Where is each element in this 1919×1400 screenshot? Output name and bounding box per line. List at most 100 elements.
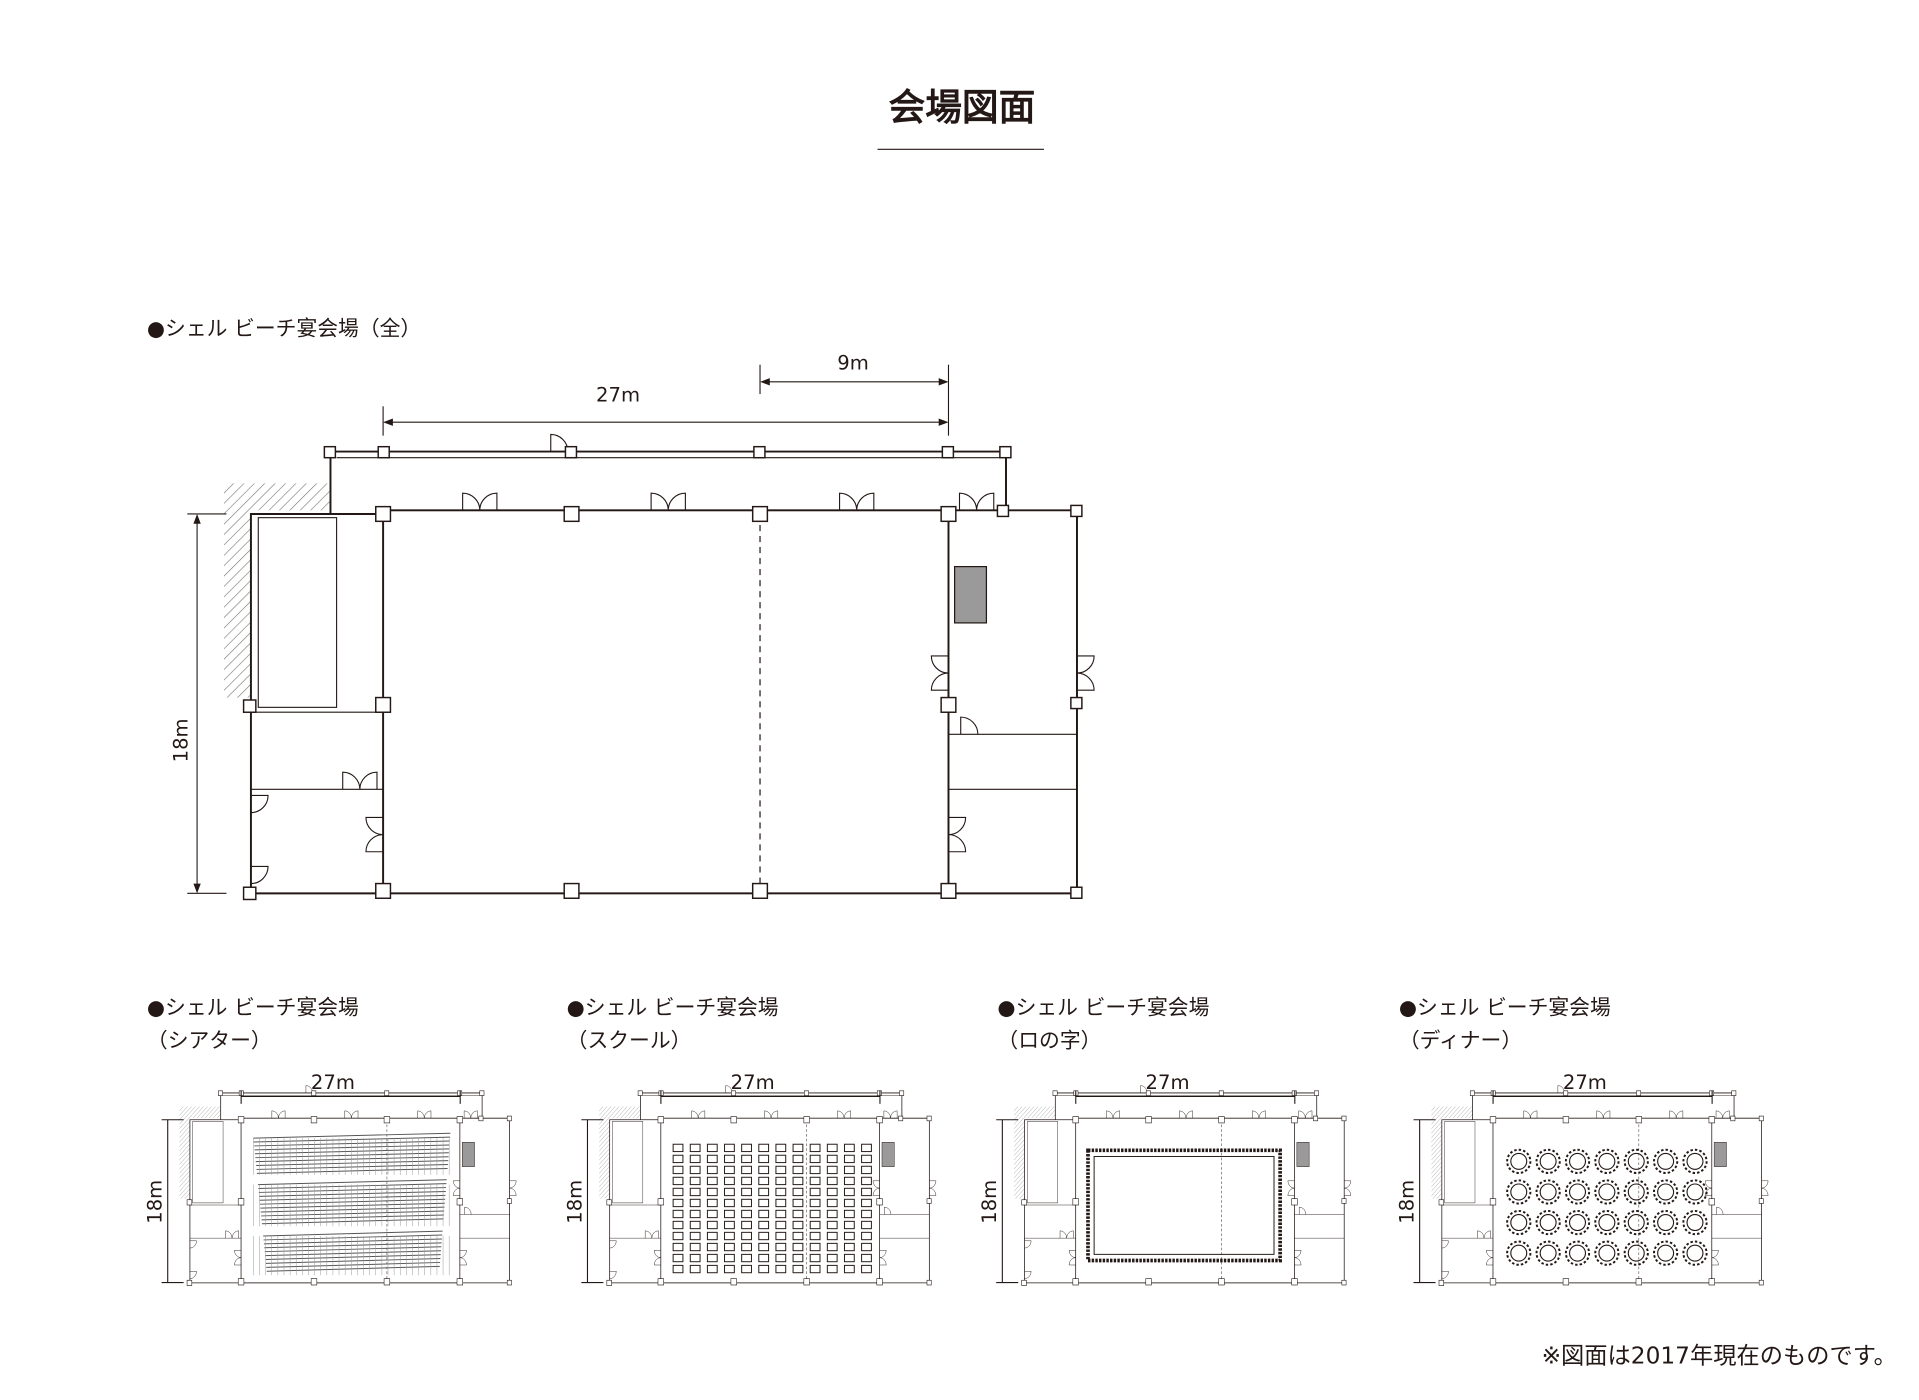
table-chairs — [1564, 1179, 1591, 1205]
school-desk — [706, 1187, 718, 1197]
school-desk — [672, 1154, 684, 1164]
school-desk — [758, 1154, 770, 1164]
round-table — [1598, 1244, 1616, 1262]
main-plan-heading: ●シェル ビーチ宴会場（全） — [147, 316, 421, 340]
school-desk — [706, 1209, 718, 1219]
seat-row — [265, 1258, 441, 1264]
school-desk — [861, 1143, 872, 1153]
school-desk — [792, 1187, 804, 1197]
seat-row — [261, 1210, 445, 1217]
table-chairs — [1564, 1148, 1591, 1174]
school-desk — [672, 1209, 684, 1219]
seating-theater — [253, 1132, 451, 1276]
seat-row — [254, 1140, 450, 1147]
school-desk — [706, 1253, 718, 1263]
school-desk — [826, 1264, 838, 1274]
seat-row — [261, 1218, 444, 1225]
layout-dim-depth: 18m — [144, 1180, 167, 1224]
layout-dim-depth: 18m — [563, 1180, 586, 1224]
layout-dim-width: 27m — [1563, 1071, 1607, 1094]
school-desk — [775, 1231, 787, 1241]
school-desk — [792, 1264, 804, 1274]
round-table — [1569, 1183, 1587, 1201]
round-table — [1539, 1183, 1557, 1201]
school-desk — [809, 1231, 821, 1241]
school-desk — [706, 1231, 718, 1241]
school-desk — [861, 1176, 872, 1186]
school-desk — [861, 1154, 872, 1164]
school-desk — [672, 1253, 684, 1263]
school-desk — [809, 1198, 821, 1208]
main-plan-drawing — [223, 433, 1096, 901]
school-desk — [741, 1176, 752, 1186]
school-desk — [809, 1253, 821, 1263]
school-desk — [758, 1231, 770, 1241]
school-desk — [861, 1253, 872, 1263]
school-desk — [843, 1264, 855, 1274]
round-table — [1510, 1152, 1528, 1170]
seat-row — [255, 1156, 449, 1163]
layout-heading: ●シェル ビーチ宴会場 — [997, 996, 1209, 1020]
seat-row — [266, 1265, 440, 1272]
school-desk — [689, 1143, 701, 1153]
round-table — [1686, 1152, 1704, 1170]
school-desk — [792, 1154, 804, 1164]
round-table — [1627, 1183, 1645, 1201]
school-desk — [689, 1231, 701, 1241]
dim-partial-label: 9m — [837, 352, 869, 375]
school-desk — [826, 1154, 838, 1164]
seat-row — [263, 1230, 443, 1237]
school-desk — [724, 1242, 735, 1252]
seat-row — [259, 1194, 446, 1201]
school-desk — [724, 1176, 735, 1186]
table-chairs — [1623, 1179, 1649, 1205]
school-desk — [672, 1187, 684, 1197]
school-desk — [792, 1231, 804, 1241]
school-desk — [826, 1220, 838, 1230]
school-desk — [758, 1165, 770, 1175]
school-desk — [775, 1253, 787, 1263]
table-chairs — [1682, 1179, 1708, 1205]
school-desk — [689, 1242, 701, 1252]
table-chairs — [1506, 1179, 1532, 1205]
seating-school — [672, 1143, 872, 1274]
school-desk — [861, 1231, 872, 1241]
round-table — [1510, 1244, 1528, 1262]
school-desk — [775, 1220, 787, 1230]
school-desk — [706, 1242, 718, 1252]
school-desk — [826, 1143, 838, 1153]
school-desk — [706, 1198, 718, 1208]
round-table — [1627, 1152, 1645, 1170]
seat-row — [264, 1246, 442, 1253]
table-chairs — [1653, 1148, 1679, 1174]
school-desk — [689, 1165, 701, 1175]
school-desk — [758, 1220, 770, 1230]
school-desk — [724, 1154, 735, 1164]
page-title: 会場図面 — [889, 86, 1036, 129]
table-chairs — [1682, 1148, 1708, 1174]
layout-subheading: （シアター） — [147, 1029, 272, 1053]
school-desk — [775, 1165, 787, 1175]
layout-plan-drawing — [598, 1085, 937, 1286]
school-desk — [758, 1143, 770, 1153]
school-desk — [826, 1165, 838, 1175]
school-desk — [861, 1198, 872, 1208]
layout-dim-width: 27m — [1146, 1071, 1190, 1094]
round-table — [1569, 1244, 1587, 1262]
round-table — [1598, 1152, 1616, 1170]
school-desk — [741, 1242, 752, 1252]
school-desk — [672, 1176, 684, 1186]
table-chairs — [1594, 1179, 1620, 1205]
school-desk — [689, 1187, 701, 1197]
school-desk — [792, 1176, 804, 1186]
school-desk — [809, 1220, 821, 1230]
school-desk — [724, 1187, 735, 1197]
hollow-square-inner — [1093, 1155, 1275, 1255]
school-desk — [741, 1231, 752, 1241]
school-desk — [826, 1176, 838, 1186]
school-desk — [792, 1242, 804, 1252]
layout-subheading: （スクール） — [567, 1029, 692, 1053]
